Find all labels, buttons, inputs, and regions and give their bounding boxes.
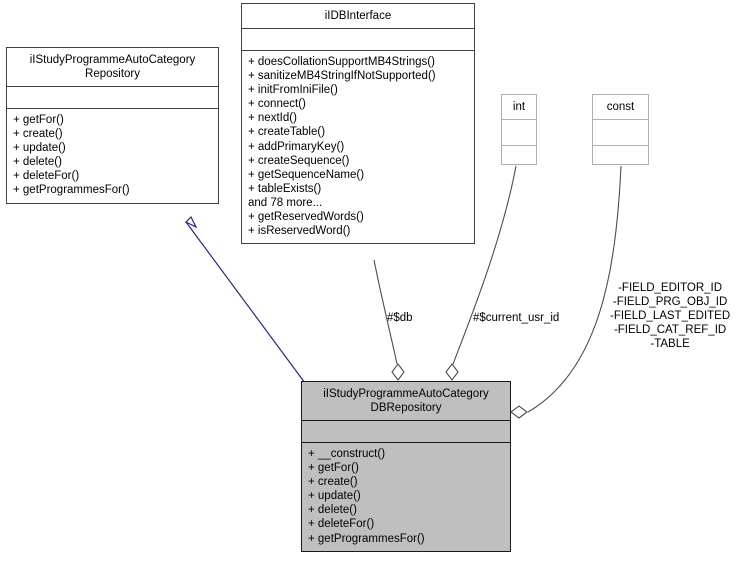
operation-item: + delete() — [13, 156, 62, 169]
operation-item: + create() — [13, 128, 63, 141]
operation-overflow-note: and 78 more... — [248, 196, 323, 209]
operation-item: + update() — [308, 490, 361, 503]
operation-item: + nextId() — [248, 112, 297, 125]
operation-item: + deleteFor() — [308, 518, 375, 531]
operation-item: + getReservedWords() — [248, 211, 364, 224]
class-divider-operations — [302, 442, 510, 443]
operation-item: + connect() — [248, 98, 306, 111]
edge-label-db: #$db — [387, 312, 413, 324]
operation-item: + doesCollationSupportMB4Strings() — [248, 56, 435, 68]
operation-item: + createTable() — [248, 126, 326, 139]
operation-item: + getFor() — [308, 462, 359, 475]
class-operations-compartment: + getFor() + create() + update() + delet… — [7, 109, 218, 203]
class-attributes-compartment — [502, 120, 536, 145]
class-box-const[interactable]: const — [592, 94, 649, 165]
class-operations-compartment: + __construct() + getFor() + create() + … — [302, 443, 510, 551]
class-name: iIStudyProgrammeAutoCategory DBRepositor… — [323, 388, 489, 414]
operation-item: + tableExists() — [248, 182, 322, 195]
operation-item: + update() — [13, 142, 66, 155]
class-name: iIDBInterface — [324, 10, 392, 22]
class-divider-operations — [242, 50, 474, 51]
class-operations-compartment: + doesCollationSupportMB4Strings() + san… — [242, 51, 474, 243]
class-box-istudyprogrammeautocategorydbrepository[interactable]: iIStudyProgrammeAutoCategory DBRepositor… — [301, 381, 511, 552]
class-name: const — [606, 101, 635, 113]
operation-item: + getSequenceName() — [248, 168, 365, 181]
operation-item: + getProgrammesFor() — [308, 532, 425, 545]
operation-item: + createSequence() — [248, 154, 350, 167]
operation-item: + isReservedWord() — [248, 225, 351, 238]
class-divider-attributes — [502, 119, 536, 120]
class-attributes-compartment — [242, 29, 474, 50]
operation-item: + delete() — [308, 504, 357, 517]
class-attributes-compartment — [593, 120, 648, 145]
edge-label-const-fields: -FIELD_EDITOR_ID -FIELD_PRG_OBJ_ID -FIEL… — [610, 282, 731, 350]
class-box-idbinterface[interactable]: iIDBInterface + doesCollationSupportMB4S… — [241, 3, 475, 245]
class-divider-operations — [593, 145, 648, 146]
class-operations-compartment — [593, 146, 648, 171]
operation-item: + __construct() — [308, 448, 386, 460]
class-box-istudyprogrammeautocategoryrepository[interactable]: iIStudyProgrammeAutoCategory Repository … — [6, 47, 219, 204]
class-divider-operations — [502, 145, 536, 146]
edge-label-current-usr-id: #$current_usr_id — [473, 312, 560, 324]
operation-item: + initFromIniFile() — [248, 84, 338, 97]
class-divider-attributes — [593, 119, 648, 120]
class-name: int — [512, 101, 526, 113]
class-divider-attributes — [242, 28, 474, 29]
class-attributes-compartment — [7, 87, 218, 108]
edge-aggregation-const-fields — [510, 165, 622, 419]
class-box-int[interactable]: int — [501, 94, 537, 165]
operation-item: + getFor() — [13, 114, 64, 126]
class-operations-compartment — [502, 146, 536, 171]
operation-item: + getProgrammesFor() — [13, 184, 130, 197]
class-attributes-compartment — [302, 421, 510, 442]
operation-item: + addPrimaryKey() — [248, 140, 345, 153]
operation-item: + deleteFor() — [13, 170, 80, 183]
class-divider-attributes — [302, 420, 510, 421]
class-name: iIStudyProgrammeAutoCategory Repository — [29, 54, 196, 80]
class-divider-attributes — [7, 86, 218, 87]
class-divider-operations — [7, 108, 218, 109]
operation-item: + sanitizeMB4StringIfNotSupported() — [248, 70, 436, 83]
operation-item: + create() — [308, 476, 358, 489]
